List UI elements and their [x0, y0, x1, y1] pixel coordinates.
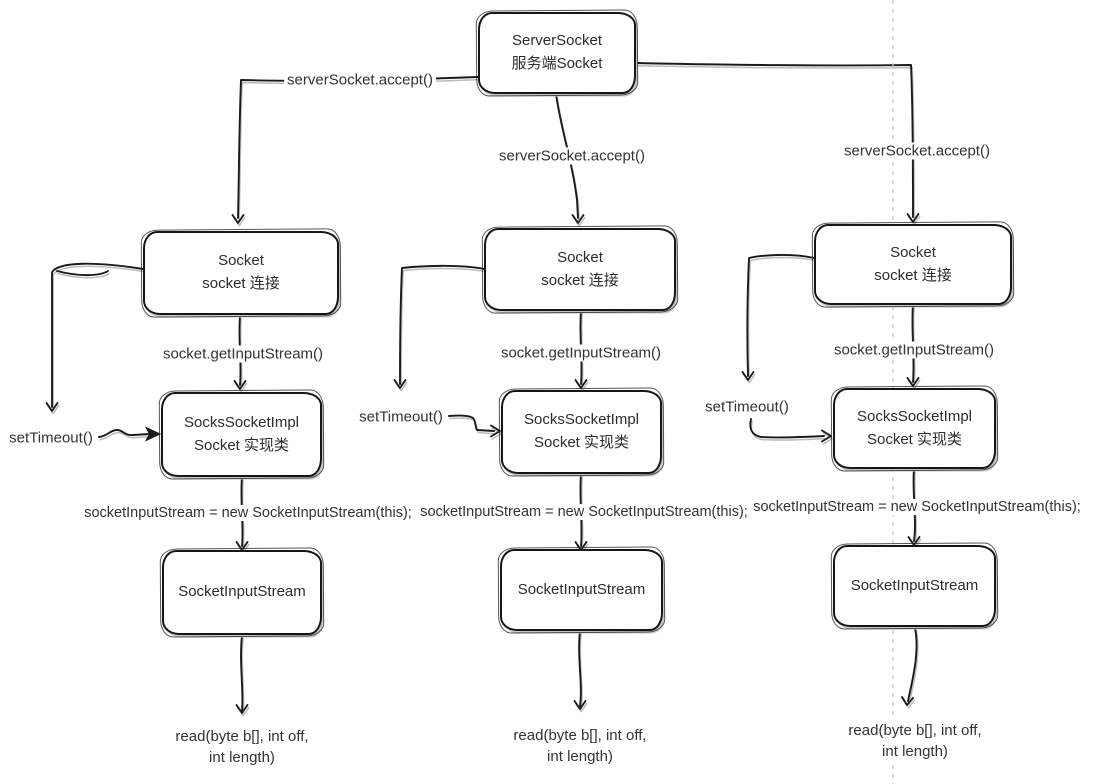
node-title: Socket: [557, 248, 603, 266]
node-title: SocksSocketImpl: [183, 413, 300, 431]
read-label-line2: int length): [547, 748, 613, 765]
node-stream-left: SocketInputStream: [162, 550, 322, 635]
getinputstream-label-mid: socket.getInputStream(): [497, 344, 665, 362]
getinputstream-label-right: socket.getInputStream(): [830, 341, 998, 359]
node-title: SocksSocketImpl: [523, 411, 640, 429]
read-label-mid: read(byte b[], int off, int length): [510, 725, 650, 767]
node-subtitle: Socket 实现类: [533, 434, 630, 451]
node-title: ServerSocket: [511, 32, 603, 50]
settimeout-label-mid: setTimeout(): [356, 408, 446, 426]
node-title: SocksSocketImpl: [856, 407, 973, 425]
settimeout-label-left: setTimeout(): [6, 429, 96, 447]
node-title: SocketInputStream: [850, 576, 979, 594]
read-label-right: read(byte b[], int off, int length): [845, 720, 985, 762]
arrowhead: [144, 426, 162, 442]
read-label-line2: int length): [882, 743, 948, 760]
node-socket-right: Socket socket 连接: [814, 224, 1012, 305]
node-impl-left: SocksSocketImpl Socket 实现类: [161, 392, 322, 477]
node-subtitle: socket 连接: [874, 266, 952, 284]
read-label-line1: read(byte b[], int off,: [175, 728, 309, 745]
newstream-label-left: socketInputStream = new SocketInputStrea…: [81, 505, 415, 521]
settimeout-label-right: setTimeout(): [702, 398, 792, 416]
node-socket-mid: Socket socket 连接: [484, 228, 676, 311]
node-title: Socket: [890, 243, 936, 261]
accept-label-mid: serverSocket.accept(): [496, 147, 648, 165]
node-title: Socket: [218, 252, 264, 270]
node-impl-mid: SocksSocketImpl Socket 实现类: [501, 390, 662, 474]
read-label-line1: read(byte b[], int off,: [848, 722, 982, 739]
node-subtitle: 服务端Socket: [511, 55, 603, 72]
node-subtitle: Socket 实现类: [866, 430, 963, 448]
node-impl-right: SocksSocketImpl Socket 实现类: [833, 388, 996, 469]
node-subtitle: Socket 实现类: [193, 436, 290, 454]
node-subtitle: socket 连接: [202, 275, 280, 292]
accept-label-left: serverSocket.accept(): [284, 71, 436, 89]
node-stream-right: SocketInputStream: [833, 545, 996, 627]
accept-label-right: serverSocket.accept(): [841, 142, 993, 160]
node-serversocket: ServerSocket 服务端Socket: [478, 12, 636, 94]
node-title: SocketInputStream: [517, 580, 646, 598]
newstream-label-right: socketInputStream = new SocketInputStrea…: [750, 499, 1084, 515]
newstream-label-mid: socketInputStream = new SocketInputStrea…: [417, 504, 751, 520]
read-label-left: read(byte b[], int off, int length): [172, 726, 312, 768]
read-label-line1: read(byte b[], int off,: [513, 727, 647, 744]
node-title: SocketInputStream: [178, 583, 306, 601]
node-subtitle: socket 连接: [541, 271, 619, 289]
read-label-line2: int length): [209, 749, 275, 766]
node-stream-mid: SocketInputStream: [500, 549, 663, 631]
getinputstream-label-left: socket.getInputStream(): [159, 345, 327, 363]
node-socket-left: Socket socket 连接: [143, 231, 339, 315]
